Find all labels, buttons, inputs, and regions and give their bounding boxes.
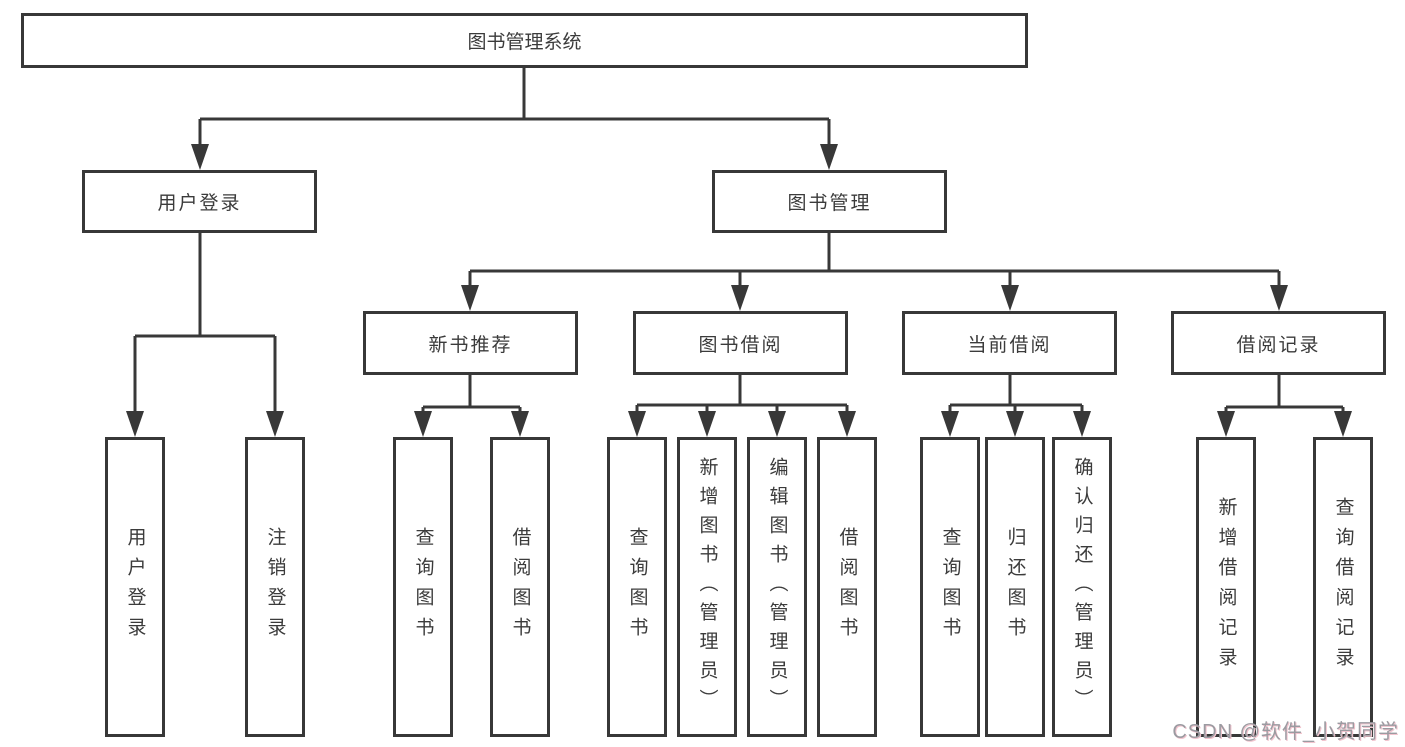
leaf-box-query-books-1: 查询图书 [393, 437, 453, 737]
leaf-box-user-login: 用户登录 [105, 437, 165, 737]
leaf-box-query-borrow-record: 查询借阅记录 [1313, 437, 1373, 737]
branch-label: 图书管理 [787, 193, 872, 214]
node-label: 新书推荐 [428, 334, 513, 356]
leaf-box-confirm-return-admin: 确认归还（管理员） [1052, 437, 1112, 737]
leaf-label: 确认归还（管理员） [1071, 456, 1093, 718]
node-label: 当前借阅 [967, 334, 1052, 356]
leaf-label: 归还图书 [1004, 527, 1026, 647]
leaf-box-add-borrow-record: 新增借阅记录 [1196, 437, 1256, 737]
branch-box-user-login: 用户登录 [82, 170, 317, 233]
leaf-label: 用户登录 [124, 527, 146, 647]
leaf-box-query-books-2: 查询图书 [607, 437, 667, 737]
leaf-label: 编辑图书（管理员） [766, 456, 788, 718]
leaf-box-add-books-admin: 新增图书（管理员） [677, 437, 737, 737]
leaf-box-borrow-books-1: 借阅图书 [490, 437, 550, 737]
branch-label: 用户登录 [157, 193, 242, 214]
leaf-label: 查询图书 [939, 527, 961, 647]
node-label: 借阅记录 [1236, 334, 1321, 356]
branch-box-book-management: 图书管理 [712, 170, 947, 233]
leaf-box-borrow-books-2: 借阅图书 [817, 437, 877, 737]
node-box-book-borrow: 图书借阅 [633, 311, 848, 375]
leaf-label: 查询图书 [412, 527, 434, 647]
leaf-label: 查询图书 [626, 527, 648, 647]
root-label: 图书管理系统 [467, 32, 582, 53]
node-box-borrow-records: 借阅记录 [1171, 311, 1386, 375]
leaf-box-query-books-3: 查询图书 [920, 437, 980, 737]
leaf-label: 新增借阅记录 [1215, 497, 1237, 677]
leaf-label: 注销登录 [264, 527, 286, 647]
leaf-label: 借阅图书 [509, 527, 531, 647]
leaf-label: 查询借阅记录 [1332, 497, 1354, 677]
csdn-watermark: CSDN @软件_小贺同学 [1172, 721, 1399, 743]
leaf-box-return-books: 归还图书 [985, 437, 1045, 737]
leaf-box-edit-books-admin: 编辑图书（管理员） [747, 437, 807, 737]
root-box-library-system: 图书管理系统 [21, 13, 1028, 68]
leaf-label: 借阅图书 [836, 527, 858, 647]
leaf-label: 新增图书（管理员） [696, 456, 718, 718]
node-box-current-borrow: 当前借阅 [902, 311, 1117, 375]
node-label: 图书借阅 [698, 334, 783, 356]
node-box-new-book-recommend: 新书推荐 [363, 311, 578, 375]
leaf-box-logout: 注销登录 [245, 437, 305, 737]
